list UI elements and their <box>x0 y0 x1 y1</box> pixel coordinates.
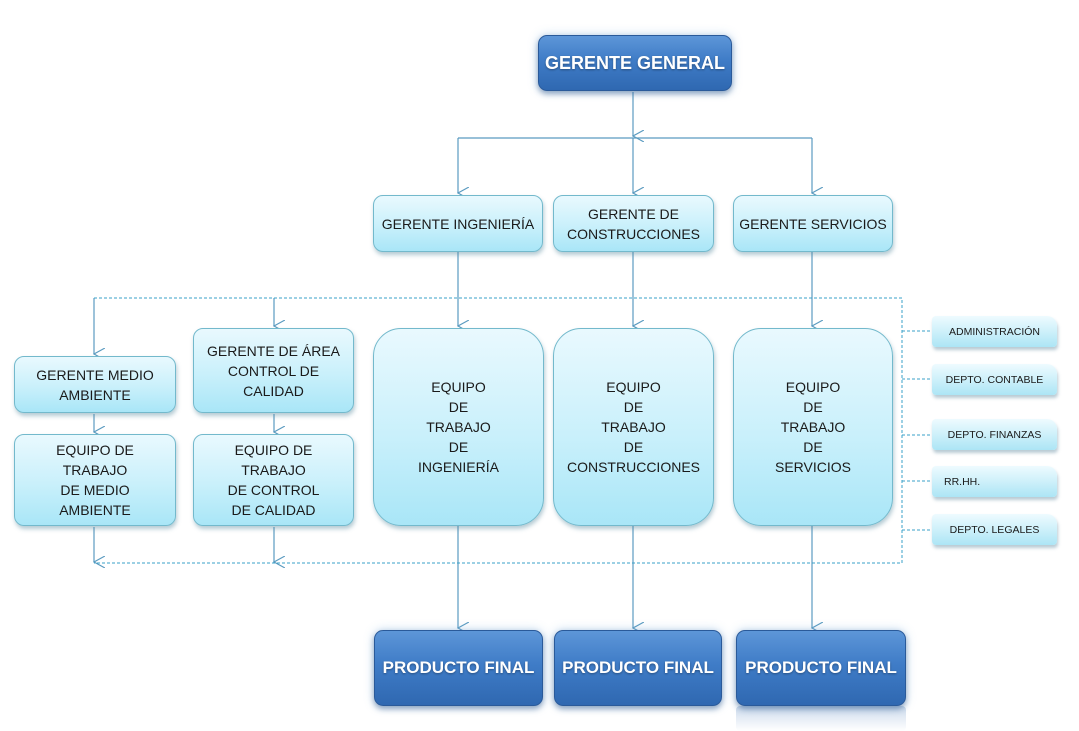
node-producto-final-ingenieria[interactable]: PRODUCTO FINAL <box>374 630 543 706</box>
node-label: GERENTE SERVICIOS <box>739 215 887 232</box>
node-label: GERENTE INGENIERÍA <box>381 215 535 232</box>
node-producto-final-servicios[interactable]: PRODUCTO FINAL <box>736 630 906 706</box>
dashed-staff-loop <box>94 297 903 564</box>
node-gerente-construcciones[interactable]: GERENTE DE CONSTRUCCIONES <box>553 195 714 252</box>
node-label: EQUIPO DE TRABAJO DE INGENIERÍA <box>418 379 499 475</box>
node-label: PRODUCTO FINAL <box>562 658 714 677</box>
node-label: EQUIPO DE TRABAJO DE CONTROL DE CALIDAD <box>227 442 320 518</box>
node-label: GERENTE DE ÁREA CONTROL DE CALIDAD <box>206 342 341 399</box>
node-label: EQUIPO DE TRABAJO DE SERVICIOS <box>775 379 851 475</box>
node-equipo-servicios[interactable]: EQUIPO DE TRABAJO DE SERVICIOS <box>733 328 893 526</box>
node-gerente-medio-ambiente[interactable]: GERENTE MEDIO AMBIENTE <box>14 356 176 413</box>
node-label: EQUIPO DE TRABAJO DE CONSTRUCCIONES <box>566 379 700 475</box>
node-dept-legales[interactable]: DEPTO. LEGALES <box>932 514 1057 545</box>
node-label: GERENTE DE CONSTRUCCIONES <box>566 205 700 242</box>
node-gerente-general-label: GERENTE GENERAL <box>544 52 726 73</box>
node-gerente-control-calidad[interactable]: GERENTE DE ÁREA CONTROL DE CALIDAD <box>193 328 354 413</box>
node-label: EQUIPO DE TRABAJO DE MEDIO AMBIENTE <box>56 442 134 518</box>
node-label: DEPTO. FINANZAS <box>947 428 1042 441</box>
node-dept-finanzas[interactable]: DEPTO. FINANZAS <box>932 419 1057 450</box>
node-dept-contable[interactable]: DEPTO. CONTABLE <box>932 364 1057 395</box>
node-label: PRODUCTO FINAL <box>745 658 897 677</box>
node-label: RR.HH. <box>944 475 981 488</box>
node-gerente-general[interactable]: GERENTE GENERAL <box>538 35 732 91</box>
node-label: DEPTO. CONTABLE <box>945 373 1044 386</box>
node-equipo-construcciones[interactable]: EQUIPO DE TRABAJO DE CONSTRUCCIONES <box>553 328 714 526</box>
node-label: DEPTO. LEGALES <box>949 523 1040 536</box>
node-label: GERENTE MEDIO AMBIENTE <box>36 366 154 403</box>
node-equipo-medio-ambiente[interactable]: EQUIPO DE TRABAJO DE MEDIO AMBIENTE <box>14 434 176 526</box>
node-gerente-servicios[interactable]: GERENTE SERVICIOS <box>733 195 893 252</box>
node-gerente-ingenieria[interactable]: GERENTE INGENIERÍA <box>373 195 543 252</box>
node-dept-rrhh[interactable]: RR.HH. <box>932 466 1057 497</box>
node-label: ADMINISTRACIÓN <box>948 325 1040 338</box>
node-equipo-ingenieria[interactable]: EQUIPO DE TRABAJO DE INGENIERÍA <box>373 328 544 526</box>
node-equipo-control-calidad[interactable]: EQUIPO DE TRABAJO DE CONTROL DE CALIDAD <box>193 434 354 526</box>
node-dept-administracion[interactable]: ADMINISTRACIÓN <box>932 316 1057 347</box>
node-producto-final-construcciones[interactable]: PRODUCTO FINAL <box>554 630 722 706</box>
node-label: PRODUCTO FINAL <box>382 658 535 677</box>
producto-final-reflection <box>736 706 906 731</box>
